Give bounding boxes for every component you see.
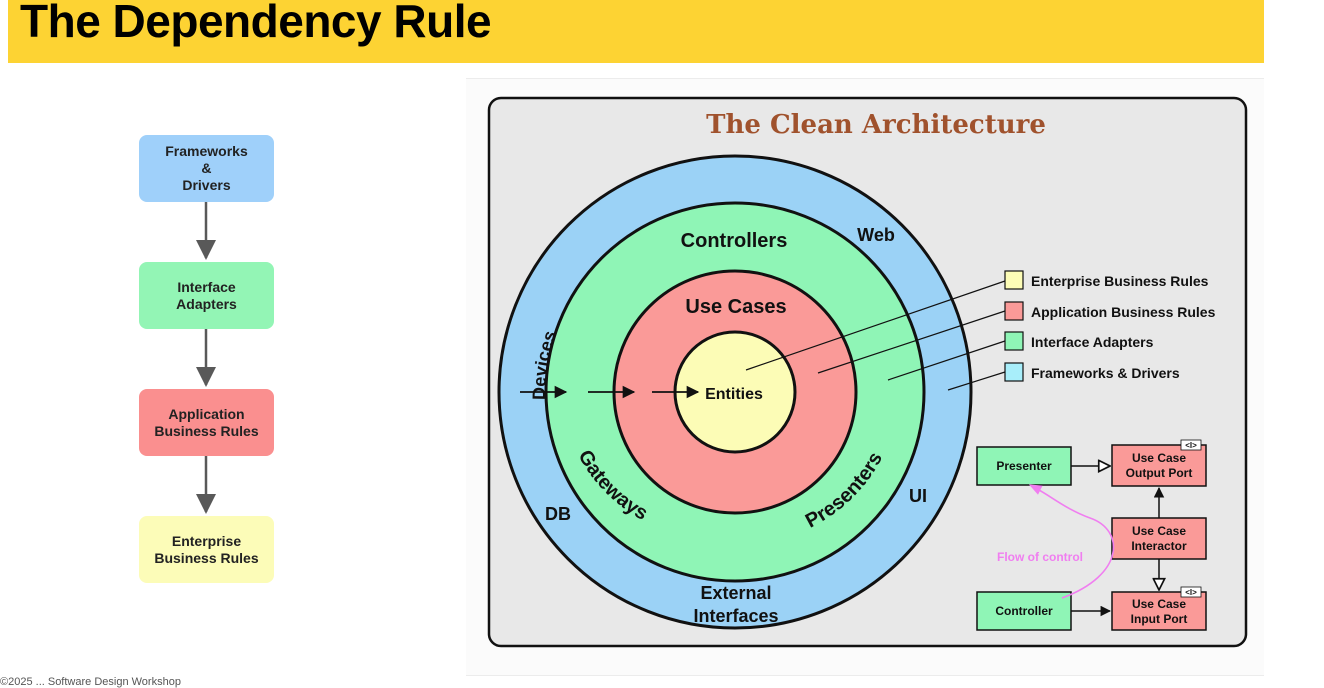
legend-swatch-enterprise [1004,270,1024,290]
box-controller-label: Controller [995,604,1053,618]
legend-label-application: Application Business Rules [1031,304,1216,320]
interface-tag-output [1180,439,1202,451]
label-external: External [700,583,771,603]
box-use-case-output-port [1111,444,1207,487]
label-entities: Entities [705,386,763,403]
box-interactor-label-2: Interactor [1131,539,1187,553]
flowchart-arrows [196,202,216,514]
title-bar: The Dependency Rule [8,0,1264,63]
flow-of-control-label: Flow of control [997,550,1083,564]
diagram-title: The Clean Architecture [706,110,1046,140]
box-presenter-label: Presenter [996,459,1052,473]
dependency-flowchart: Frameworks & Drivers Interface Adapters … [0,0,420,685]
legend-pointer-frameworks [947,371,1006,391]
legend-pointer-adapters [887,340,1006,381]
flow-box-enterprise-business-rules: Enterprise Business Rules [139,516,274,583]
legend-label-enterprise: Enterprise Business Rules [1031,273,1209,289]
box-use-case-input-port [1111,591,1207,631]
legend-swatch-frameworks [1004,362,1024,382]
interface-tag-input-label: <I> [1185,588,1197,597]
label-db: DB [545,504,571,524]
legend-pointer-application [817,310,1006,374]
box-interactor-label-1: Use Case [1132,524,1186,538]
legend-swatch-application [1004,301,1024,321]
box-output-port-label-1: Use Case [1132,451,1186,465]
label-controllers: Controllers [681,230,788,252]
interface-tag-input [1180,586,1202,598]
box-controller [976,591,1072,631]
legend-swatch-adapters [1004,331,1024,351]
label-ui: UI [909,486,927,506]
slide-title: The Dependency Rule [20,0,492,47]
box-input-port-label-2: Input Port [1131,612,1188,626]
flow-box-interface-adapters: Interface Adapters [139,262,274,329]
flow-box-application-business-rules: Application Business Rules [139,389,274,456]
legend-pointer-enterprise [745,280,1006,371]
label-interfaces: Interfaces [693,606,778,626]
legend-label-frameworks: Frameworks & Drivers [1031,365,1180,381]
flow-box-frameworks-drivers: Frameworks & Drivers [139,135,274,202]
interface-tag-output-label: <I> [1185,441,1197,450]
flow-of-control-curve [1028,484,1115,599]
legend-label-adapters: Interface Adapters [1031,334,1154,350]
box-output-port-label-2: Output Port [1126,466,1193,480]
label-web: Web [857,225,895,245]
label-use-cases: Use Cases [685,296,786,318]
box-input-port-label-1: Use Case [1132,597,1186,611]
